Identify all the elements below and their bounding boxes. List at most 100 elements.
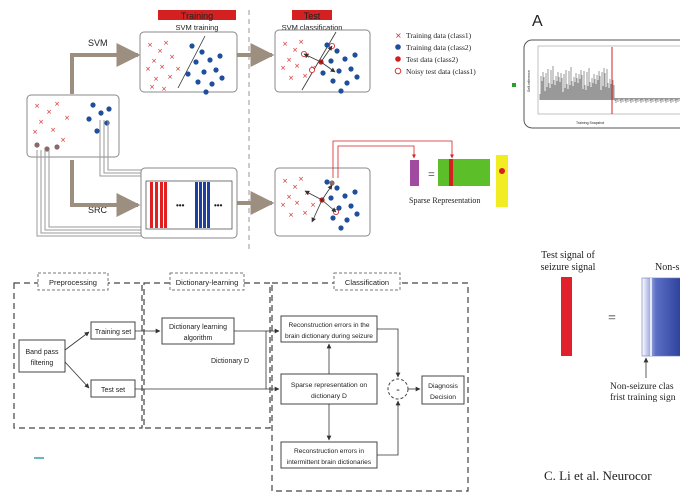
svm-src-diagram: Training SVM training Test SVM classific… xyxy=(26,10,508,250)
blue-dot xyxy=(106,106,112,112)
cross-marker: × xyxy=(34,102,40,110)
cross-marker: × xyxy=(294,62,300,70)
non-seizure-dictionary xyxy=(641,277,680,357)
cross-marker: × xyxy=(288,74,294,82)
cross-marker: × xyxy=(286,56,292,64)
cross-marker: × xyxy=(46,108,52,116)
svm-training-boundary xyxy=(177,35,206,89)
plot-y-axis-label: Self-reference xyxy=(527,70,531,92)
preprocessing-label: Preprocessing xyxy=(49,278,97,287)
recon-intermittent-line2: intermittent brain dictionaries xyxy=(287,459,372,466)
legend-open-circle-icon xyxy=(394,67,402,75)
cross-marker: × xyxy=(282,177,288,185)
blue-dot xyxy=(336,205,342,211)
cross-marker: × xyxy=(38,118,44,126)
plot-x-axis-label: Training Snapshot xyxy=(576,121,604,125)
blue-dot xyxy=(189,43,195,49)
src-branch-arrow xyxy=(70,160,141,217)
sparse-representation-label: Sparse Representation xyxy=(409,196,480,205)
src-label: SRC xyxy=(88,205,108,215)
recon-intermittent-line1: Reconstruction errors in xyxy=(294,448,364,455)
test-vector-bar xyxy=(410,160,419,186)
blue-dot xyxy=(342,193,348,199)
blue-dot xyxy=(207,57,213,63)
svm-training-points: ×××××××××××× xyxy=(145,39,225,95)
dictionary-d-label: Dictionary D xyxy=(211,358,249,365)
noisy-dot xyxy=(44,146,50,152)
coefficient-dot xyxy=(499,168,505,174)
dictionary-atoms-class1 xyxy=(150,182,167,228)
test-header: Test xyxy=(304,11,321,21)
blue-dot xyxy=(94,128,100,134)
cross-marker: × xyxy=(292,46,298,54)
cross-marker: × xyxy=(294,199,300,207)
blue-dot xyxy=(324,42,330,48)
blue-dot xyxy=(334,48,340,54)
svm-label: SVM xyxy=(88,38,108,48)
blue-dot xyxy=(217,53,223,59)
cross-marker: × xyxy=(286,193,292,201)
non-seizure-header: Non-s xyxy=(655,262,680,273)
classification-stage xyxy=(271,282,469,492)
blue-dot xyxy=(338,88,344,94)
caption-line2: frist training sign xyxy=(610,392,676,403)
cross-marker: × xyxy=(159,63,165,71)
band-pass-line1: Band pass xyxy=(25,349,59,356)
noisy-test-circle xyxy=(308,67,315,74)
noisy-dot xyxy=(34,142,40,148)
cross-marker: × xyxy=(288,211,294,219)
cross-marker: × xyxy=(54,100,60,108)
pipeline-flowchart: Preprocessing Dictionary-learning Classi… xyxy=(13,272,469,492)
svm-test-arrows xyxy=(303,45,336,73)
preprocessing-tag xyxy=(37,272,109,291)
cross-marker: × xyxy=(50,126,56,134)
cross-marker: × xyxy=(147,41,153,49)
training-set-box xyxy=(90,321,136,340)
blue-dot xyxy=(98,110,104,116)
blue-dot xyxy=(209,81,215,87)
cross-marker: × xyxy=(298,175,304,183)
legend-red-dot-icon xyxy=(395,56,401,62)
blue-dot xyxy=(193,59,199,65)
svm-training-panel xyxy=(139,31,238,93)
training-header: Training xyxy=(181,11,213,21)
blue-dot xyxy=(330,215,336,221)
dictionary-bar-highlight xyxy=(449,159,453,186)
blue-dot xyxy=(324,179,330,185)
test-set-label: Test set xyxy=(101,387,125,394)
blue-dot xyxy=(336,68,342,74)
test-signal-label-line1: Test signal of xyxy=(541,250,595,261)
dictionary-learning-tag xyxy=(169,272,245,291)
green-marker xyxy=(512,83,516,87)
blue-dot xyxy=(203,89,209,95)
dictionary-ellipsis-2: ••• xyxy=(214,201,223,210)
legend-item-test-class2: Test data (class2) xyxy=(406,55,458,64)
band-pass-line2: filtering xyxy=(31,360,54,367)
dictionary-ellipsis-1: ••• xyxy=(176,201,185,210)
cross-marker: × xyxy=(282,40,288,48)
dictionary-algorithm-line2: algorithm xyxy=(184,335,213,342)
coefficient-bar xyxy=(496,155,508,207)
sparse-repr-line2: dictionary D xyxy=(311,393,347,400)
cross-marker: × xyxy=(169,53,175,61)
test-signal-label-line2: seizure signal xyxy=(541,262,596,273)
dictionary-learning-label: Dictionary-learning xyxy=(176,278,239,287)
cross-marker: × xyxy=(175,65,181,73)
cross-marker: × xyxy=(60,136,66,144)
cross-marker: × xyxy=(292,183,298,191)
classification-label: Classification xyxy=(345,278,389,287)
blue-dot xyxy=(354,74,360,80)
flow-arrows xyxy=(64,328,421,456)
blue-dot xyxy=(90,102,96,108)
panel-letter: A xyxy=(532,13,543,30)
test-header-bar xyxy=(292,10,332,20)
test-set-box xyxy=(90,379,136,398)
noisy-test-dot xyxy=(329,180,335,186)
recon-seizure-line2: brain dictionary during seizure xyxy=(285,333,373,340)
blue-dot xyxy=(201,69,207,75)
cross-marker: × xyxy=(151,57,157,65)
blue-dot xyxy=(344,217,350,223)
cross-marker: × xyxy=(149,83,155,91)
blue-dot xyxy=(344,80,350,86)
blue-dot xyxy=(199,49,205,55)
